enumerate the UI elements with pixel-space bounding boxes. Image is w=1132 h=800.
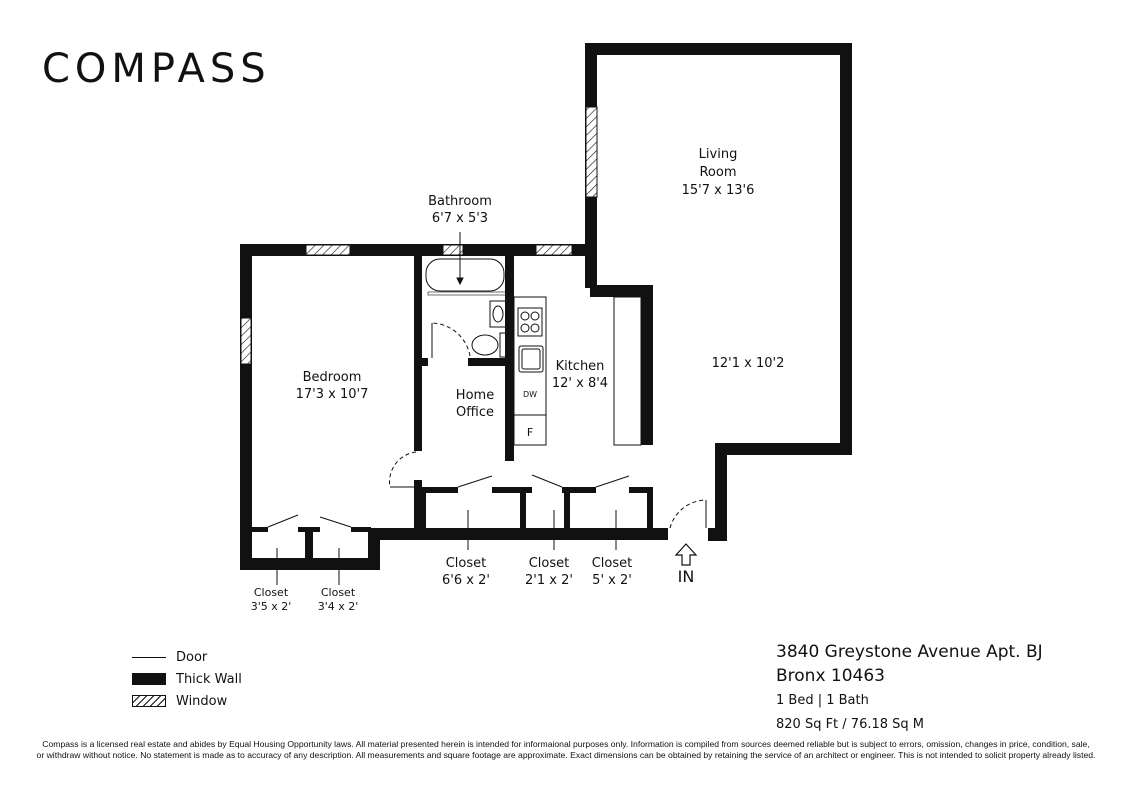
- compass-logo: COMPASS: [42, 46, 271, 92]
- bedroom-label: Bedroom: [303, 370, 362, 385]
- window-hatch-icon: [132, 695, 166, 707]
- closet-4-label: Closet: [529, 556, 570, 571]
- kitchen-label: Kitchen: [556, 359, 605, 374]
- legend-window: Window: [132, 690, 242, 712]
- listing-info: 3840 Greystone Avenue Apt. BJ Bronx 1046…: [776, 640, 1043, 736]
- thick-wall-icon: [132, 673, 166, 685]
- door-line-icon: [132, 656, 166, 658]
- address-line-1: 3840 Greystone Avenue Apt. BJ: [776, 642, 1043, 662]
- beds-baths: 1 Bed | 1 Bath: [776, 693, 869, 708]
- closet-3-label: Closet: [446, 556, 487, 571]
- closet-2-label: Closet: [321, 586, 356, 599]
- bathroom-label: Bathroom: [428, 194, 492, 209]
- closet-5-dims: 5' x 2': [592, 573, 632, 588]
- bathroom-dims: 6'7 x 5'3: [432, 211, 488, 226]
- closet-3-dims: 6'6 x 2': [442, 573, 490, 588]
- legend-door: Door: [132, 646, 242, 668]
- living-room-label-2: Room: [699, 165, 736, 180]
- fixtures: [425, 258, 642, 446]
- legend: Door Thick Wall Window: [132, 646, 242, 712]
- entry-arrow-icon: [674, 543, 698, 566]
- bedroom-dims: 17'3 x 10'7: [296, 387, 369, 402]
- fridge-label: F: [527, 426, 533, 439]
- thick-walls: [240, 43, 852, 570]
- home-office-label: Home: [456, 388, 494, 403]
- closet-2-dims: 3'4 x 2': [318, 600, 359, 613]
- area: 820 Sq Ft / 76.18 Sq M: [776, 717, 925, 732]
- address-line-2: Bronx 10463: [776, 666, 885, 686]
- kitchen-dims: 12' x 8'4: [552, 376, 608, 391]
- living-room-lower-dims: 12'1 x 10'2: [712, 356, 785, 371]
- dishwasher-label: DW: [523, 390, 537, 399]
- closet-5-label: Closet: [592, 556, 633, 571]
- closet-1-label: Closet: [254, 586, 289, 599]
- entry-label: IN: [678, 567, 695, 586]
- closet-4-dims: 2'1 x 2': [525, 573, 573, 588]
- living-room-label: Living: [699, 147, 738, 162]
- windows: [240, 106, 598, 365]
- label-pointers: [276, 232, 617, 585]
- closet-1-dims: 3'5 x 2': [251, 600, 292, 613]
- doors: [267, 322, 707, 529]
- legend-thick-wall: Thick Wall: [132, 668, 242, 690]
- disclaimer: Compass is a licensed real estate and ab…: [36, 739, 1096, 760]
- home-office-label-2: Office: [456, 405, 494, 420]
- living-room-dims: 15'7 x 13'6: [682, 183, 755, 198]
